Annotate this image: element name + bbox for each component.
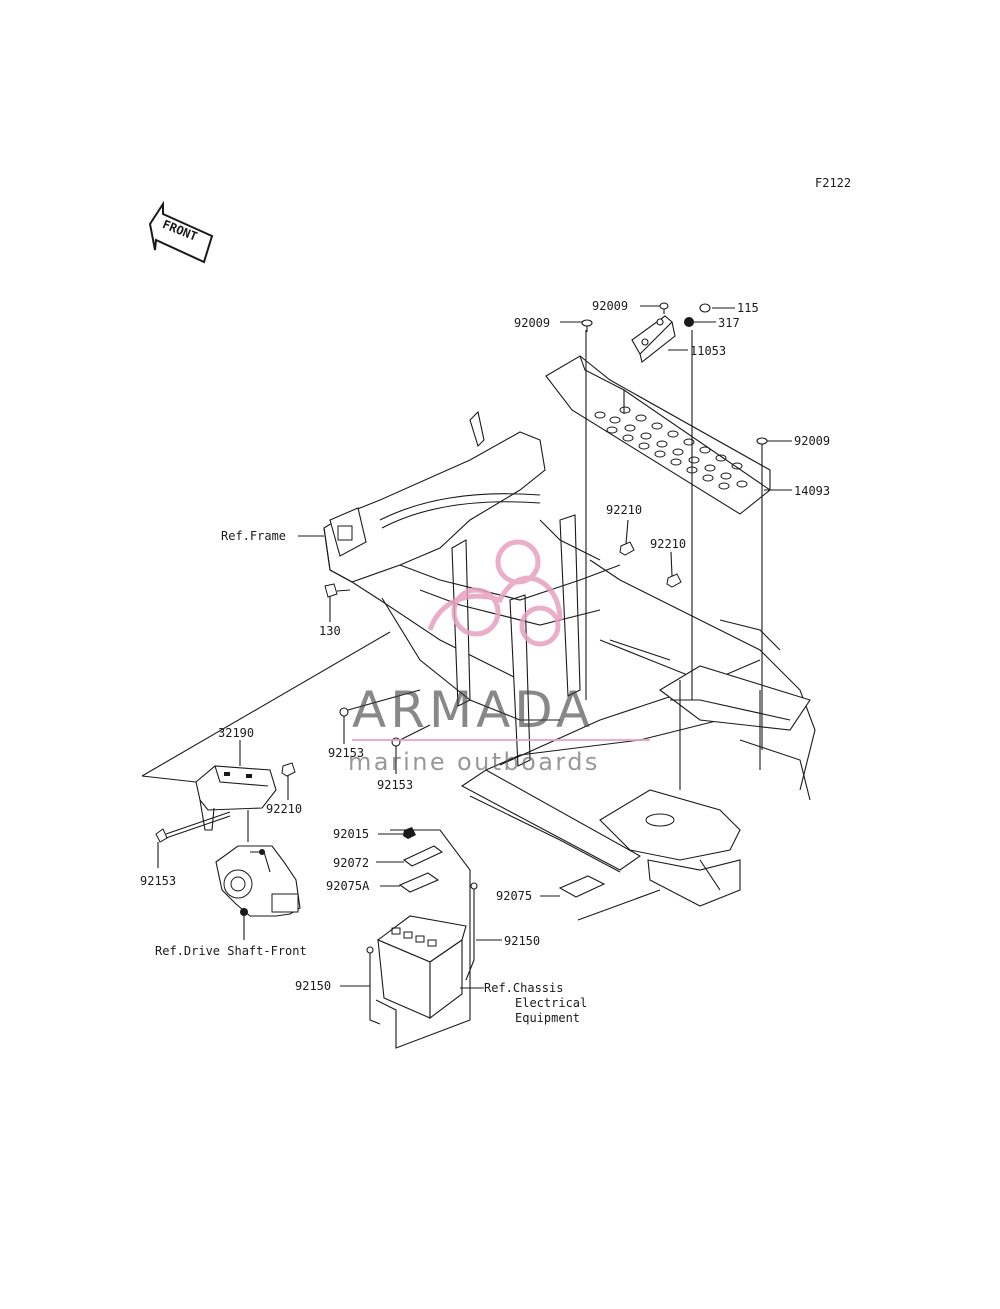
label-92153-b: 92153 (377, 778, 413, 792)
strap-92072-drawing (402, 845, 444, 867)
bracket-11053-drawing (631, 315, 676, 363)
pad-92075-drawing (558, 875, 606, 898)
gearcase-drawing (215, 845, 301, 917)
diagram-code: F2122 (815, 176, 851, 190)
bolt-92150-b-icon (366, 946, 381, 1025)
bolt-92009-left-icon (581, 319, 593, 332)
label-11053: 11053 (690, 344, 726, 358)
label-92075A: 92075A (326, 879, 370, 893)
label-92210-a: 92210 (606, 503, 642, 517)
label-92210-c: 92210 (266, 802, 302, 816)
frame-drawing (323, 410, 816, 907)
nut-92210-a-icon (619, 541, 635, 556)
watermark-logo-icon (427, 539, 563, 647)
label-92009-right: 92009 (794, 434, 830, 448)
label-92009-left: 92009 (514, 316, 550, 330)
label-92150-b: 92150 (295, 979, 331, 993)
label-317: 317 (718, 316, 740, 330)
label-92150-a: 92150 (504, 934, 540, 948)
label-92015: 92015 (333, 827, 369, 841)
nut-92015-icon (403, 827, 416, 839)
ref-drive-shaft-label: Ref.Drive Shaft-Front (155, 944, 307, 958)
nut-92210-b-icon (666, 573, 682, 588)
nut-317-icon (684, 317, 694, 327)
label-130: 130 (319, 624, 341, 638)
skid-plate-drawing (545, 355, 771, 515)
ref-chassis-label: Ref.Chassis (484, 981, 563, 995)
bolt-92009-right-icon (756, 437, 768, 450)
bolt-130-icon (324, 583, 351, 598)
watermark-brand: ARMADA (352, 681, 594, 739)
leader-lines (141, 305, 792, 1049)
bracket-32190-drawing (195, 765, 277, 831)
label-92210-b: 92210 (650, 537, 686, 551)
nut-92210-c-icon (281, 762, 296, 777)
label-92153-c: 92153 (140, 874, 176, 888)
label-32190: 32190 (218, 726, 254, 740)
label-92075: 92075 (496, 889, 532, 903)
ref-chassis-label-2: Electrical (515, 996, 587, 1010)
label-14093: 14093 (794, 484, 830, 498)
bolt-92153-c-icon (155, 811, 231, 843)
front-arrow-icon: FRONT (148, 200, 214, 264)
label-92153-a: 92153 (328, 746, 364, 760)
pad-92075A-drawing (398, 872, 440, 893)
bolt-92009-top-icon (659, 302, 669, 314)
label-92072: 92072 (333, 856, 369, 870)
watermark-tagline: marine outboards (348, 748, 600, 776)
ref-frame-label: Ref.Frame (221, 529, 286, 543)
label-92009-top: 92009 (592, 299, 628, 313)
ref-chassis-label-3: Equipment (515, 1011, 580, 1025)
bolt-115-icon (699, 303, 711, 313)
watermark: ARMADA marine outboards (348, 539, 650, 776)
battery-drawing (376, 915, 467, 1020)
bolt-92150-a-icon (465, 882, 478, 981)
label-115: 115 (737, 301, 759, 315)
